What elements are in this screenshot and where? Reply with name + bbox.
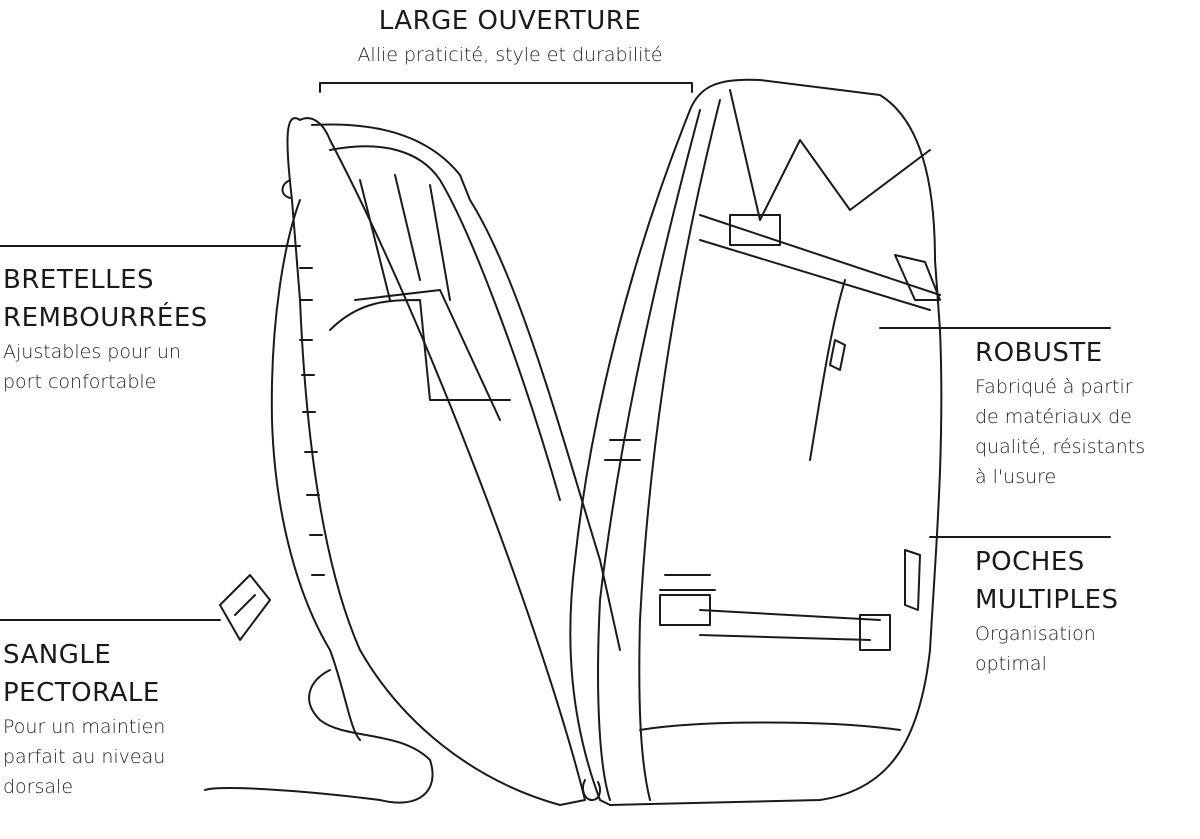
feature-title-line: PECTORALE (3, 678, 160, 708)
feature-chest-strap: SANGLE PECTORALE Pour un maintien parfai… (3, 636, 165, 802)
feature-title-line: SANGLE (3, 640, 112, 670)
feature-description: Allie praticité, style et durabilité (357, 44, 663, 66)
feature-description-line: parfait au niveau (3, 746, 166, 768)
feature-padded-straps: BRETELLES REMBOURRÉES Ajustables pour un… (3, 261, 208, 397)
feature-description-line: qualité, résistants (975, 436, 1146, 458)
feature-description-line: de matériaux de (975, 406, 1132, 428)
feature-description-line: Ajustables pour un (3, 341, 181, 363)
feature-description-line: optimal (975, 653, 1047, 675)
feature-title-line: ROBUSTE (975, 338, 1103, 368)
feature-description-line: Pour un maintien (3, 716, 166, 738)
opening-bracket (319, 82, 693, 93)
feature-title-line: MULTIPLES (975, 585, 1119, 615)
feature-description-line: dorsale (3, 776, 74, 798)
feature-description-line: Organisation (975, 623, 1096, 645)
feature-title: LARGE OUVERTURE (378, 6, 642, 36)
feature-robust: ROBUSTE Fabriqué à partir de matériaux d… (975, 334, 1145, 492)
feature-description-line: port confortable (3, 371, 157, 393)
feature-multiple-pockets: POCHES MULTIPLES Organisation optimal (975, 543, 1119, 679)
feature-title-line: POCHES (975, 547, 1085, 577)
feature-large-opening: LARGE OUVERTURE Allie praticité, style e… (0, 2, 1020, 70)
feature-title-line: REMBOURRÉES (3, 303, 208, 333)
feature-description-line: Fabriqué à partir (975, 376, 1133, 398)
feature-title-line: BRETELLES (3, 265, 155, 295)
feature-description-line: à l'usure (975, 466, 1057, 488)
